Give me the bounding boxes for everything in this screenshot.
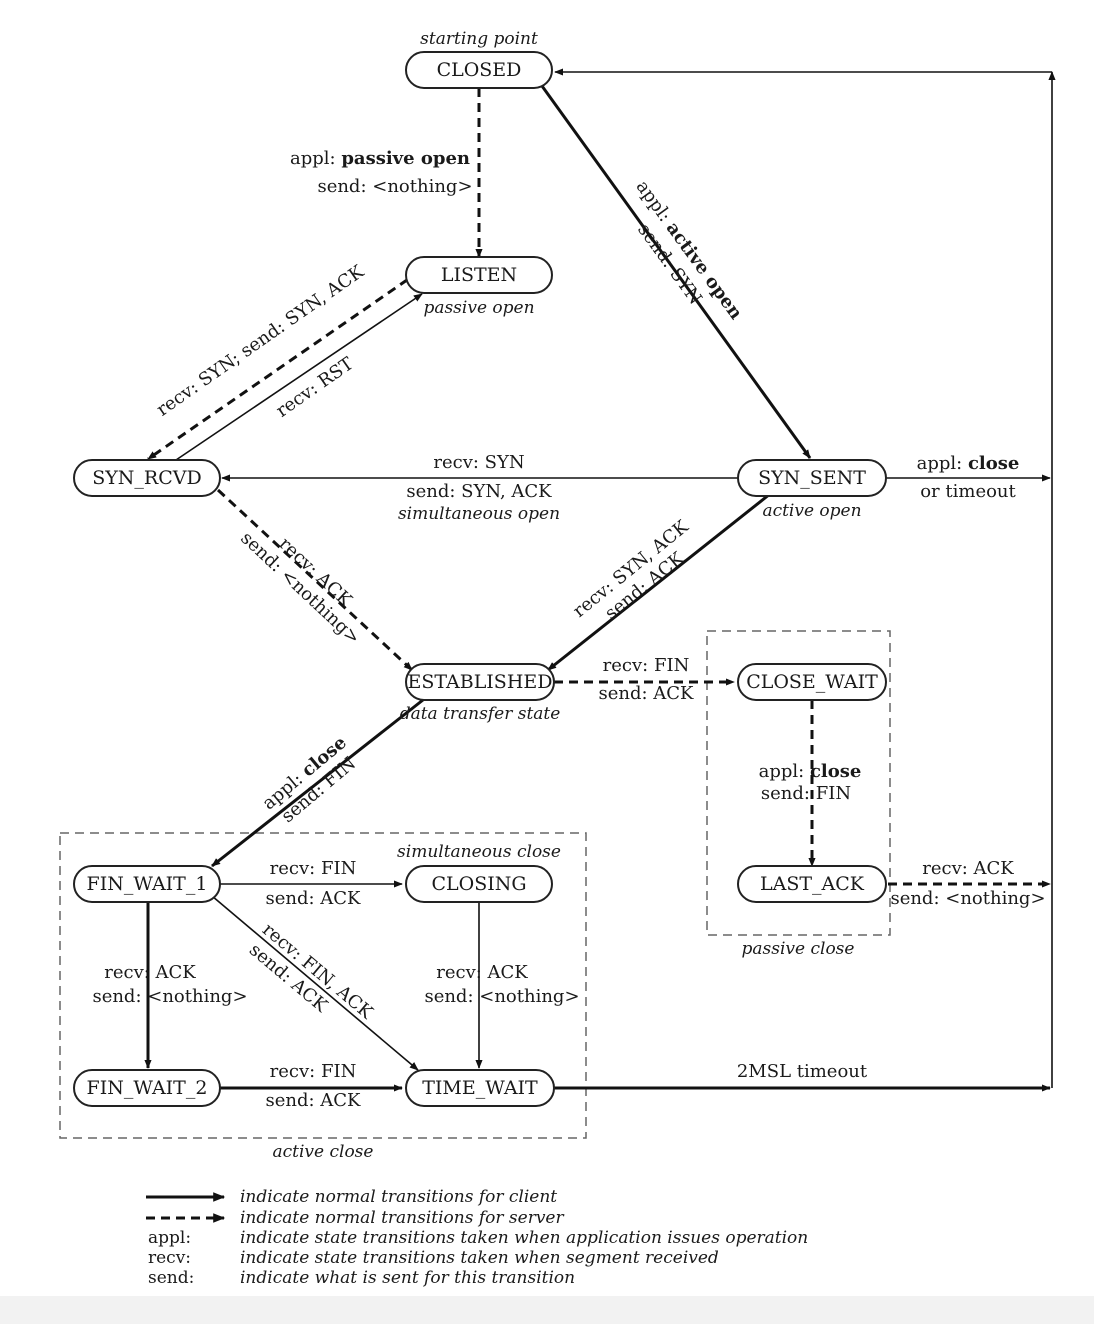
legend: indicate normal transitions for client i… xyxy=(146,1187,808,1288)
label-lastack-closed: recv: ACK send: <nothing> xyxy=(890,858,1045,909)
label-finwait1-closing-line1: recv: FIN xyxy=(270,858,357,879)
state-syn-rcvd-label: SYN_RCVD xyxy=(92,467,201,489)
label-finwait2-timewait: recv: FIN send: ACK xyxy=(265,1061,361,1111)
label-synsent-established: recv: SYN, ACK send: ACK xyxy=(569,516,693,624)
legend-recv-key: recv: xyxy=(148,1248,191,1268)
label-synsent-closed-line1: appl: close xyxy=(917,453,1020,474)
state-syn-sent-caption: active open xyxy=(762,501,861,521)
label-finwait1-finwait2-line1: recv: ACK xyxy=(104,962,196,983)
state-time-wait: TIME_WAIT xyxy=(405,1069,555,1107)
label-closewait-lastack: appl: close send: FIN xyxy=(759,761,862,804)
active-close-label: active close xyxy=(273,1142,374,1162)
edge-synrcvd-listen xyxy=(175,293,423,461)
legend-solid-text: indicate normal transitions for client xyxy=(240,1187,557,1207)
state-established-label: ESTABLISHED xyxy=(407,671,552,693)
state-fin-wait-1: FIN_WAIT_1 xyxy=(73,865,221,903)
legend-appl-key: appl: xyxy=(148,1228,191,1248)
label-synrcvd-established: recv: ACK send: <nothing> xyxy=(236,528,364,649)
edge-established-finwait1 xyxy=(211,694,429,868)
state-established: ESTABLISHED xyxy=(405,663,555,701)
label-finwait1-closing-line2: send: ACK xyxy=(265,888,361,909)
state-time-wait-label: TIME_WAIT xyxy=(422,1077,538,1099)
bottom-strip xyxy=(0,1296,1094,1324)
active-close-group-box xyxy=(59,832,587,1139)
label-established-closewait-line1: recv: FIN xyxy=(603,655,690,676)
label-closewait-lastack-line1: appl: close xyxy=(759,761,862,782)
state-closing: CLOSING xyxy=(405,865,553,903)
state-fin-wait-1-label: FIN_WAIT_1 xyxy=(87,873,208,895)
state-last-ack-label: LAST_ACK xyxy=(760,873,865,895)
state-closed-caption: starting point xyxy=(420,29,538,49)
state-syn-sent-label: SYN_SENT xyxy=(758,467,866,489)
label-synsent-closed-line2: or timeout xyxy=(920,481,1016,502)
state-fin-wait-2-label: FIN_WAIT_2 xyxy=(87,1077,208,1099)
state-syn-rcvd: SYN_RCVD xyxy=(73,459,221,497)
label-synrcvd-listen: recv: RST xyxy=(272,353,357,421)
label-lastack-closed-line2: send: <nothing> xyxy=(890,888,1045,909)
state-listen: LISTEN xyxy=(405,256,553,294)
label-closing-timewait-line2: send: <nothing> xyxy=(424,986,579,1007)
label-synsent-synrcvd-line3: simultaneous open xyxy=(398,504,560,524)
state-established-caption: data transfer state xyxy=(400,704,561,724)
label-closed-listen: appl: passive open send: <nothing> xyxy=(290,148,473,197)
legend-send-key: send: xyxy=(148,1268,194,1288)
label-established-closewait-line2: send: ACK xyxy=(598,683,694,704)
state-listen-caption: passive open xyxy=(423,298,534,318)
label-closed-synsent: appl: active open send: SYN xyxy=(632,177,747,324)
label-closewait-lastack-line2: send: FIN xyxy=(761,783,851,804)
simultaneous-close-label: simultaneous close xyxy=(397,842,561,862)
label-timewait-closed-line1: 2MSL timeout xyxy=(737,1061,868,1082)
edge-closed-synsent xyxy=(540,85,812,459)
state-closed: CLOSED xyxy=(405,51,553,89)
state-syn-sent: SYN_SENT xyxy=(737,459,887,497)
state-close-wait: CLOSE_WAIT xyxy=(737,663,887,701)
legend-appl-desc: indicate state transitions taken when ap… xyxy=(240,1228,808,1248)
label-finwait1-finwait2: recv: ACK send: <nothing> xyxy=(92,962,247,1007)
label-established-closewait: recv: FIN send: ACK xyxy=(598,655,694,704)
label-timewait-closed: 2MSL timeout xyxy=(737,1061,868,1082)
passive-close-label: passive close xyxy=(742,939,855,959)
legend-send-desc: indicate what is sent for this transitio… xyxy=(240,1268,575,1288)
label-synsent-synrcvd-line1: recv: SYN xyxy=(433,452,524,473)
state-fin-wait-2: FIN_WAIT_2 xyxy=(73,1069,221,1107)
state-closing-label: CLOSING xyxy=(431,873,526,895)
label-lastack-closed-line1: recv: ACK xyxy=(922,858,1014,879)
label-closing-timewait-line1: recv: ACK xyxy=(436,962,528,983)
legend-recv-desc: indicate state transitions taken when se… xyxy=(240,1248,719,1268)
label-synsent-closed: appl: close or timeout xyxy=(917,453,1020,502)
edge-synsent-established xyxy=(547,492,771,672)
label-finwait2-timewait-line2: send: ACK xyxy=(265,1090,361,1111)
state-listen-label: LISTEN xyxy=(441,264,517,286)
label-closing-timewait: recv: ACK send: <nothing> xyxy=(424,962,579,1007)
passive-close-group-box xyxy=(706,630,891,936)
label-finwait1-closing: recv: FIN send: ACK xyxy=(265,858,361,909)
label-synrcvd-listen-line1: recv: RST xyxy=(272,353,357,421)
edge-finwait1-timewait xyxy=(211,895,419,1071)
label-synsent-synrcvd-line2: send: SYN, ACK xyxy=(406,481,552,502)
label-closed-listen-line1: appl: passive open xyxy=(290,148,470,169)
label-finwait1-finwait2-line2: send: <nothing> xyxy=(92,986,247,1007)
state-last-ack: LAST_ACK xyxy=(737,865,887,903)
legend-dashed-text: indicate normal transitions for server xyxy=(240,1208,564,1228)
label-closed-listen-line2: send: <nothing> xyxy=(317,176,472,197)
label-finwait2-timewait-line1: recv: FIN xyxy=(270,1061,357,1082)
edge-listen-synrcvd xyxy=(147,269,421,461)
label-listen-synrcvd: recv: SYN; send: SYN, ACK xyxy=(153,261,368,421)
label-synsent-synrcvd: recv: SYN send: SYN, ACK simultaneous op… xyxy=(398,452,560,524)
label-finwait1-timewait: recv: FIN, ACK send: ACK xyxy=(245,919,377,1024)
state-close-wait-label: CLOSE_WAIT xyxy=(746,671,878,693)
label-listen-synrcvd-line1: recv: SYN; send: SYN, ACK xyxy=(153,261,368,421)
state-closed-label: CLOSED xyxy=(437,59,522,81)
